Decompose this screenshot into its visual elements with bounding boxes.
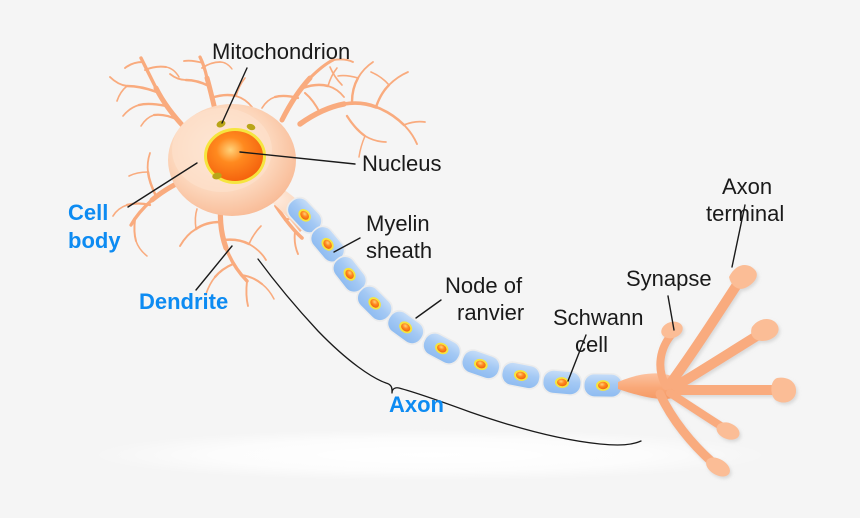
nucleus: [204, 128, 266, 184]
myelin-segment: [386, 309, 425, 345]
label-dendrite: Dendrite: [139, 289, 228, 314]
myelin-segment: [309, 225, 346, 264]
terminal-branch: [665, 264, 757, 389]
axon-brace: [257, 258, 642, 446]
myelin-segment: [422, 331, 462, 365]
label-schwann-cell: Schwann cell: [553, 305, 650, 357]
myelin-segment: [356, 284, 394, 322]
leader-node-of-ranvier: [415, 299, 442, 319]
leader-mitochondrion: [221, 67, 248, 124]
dendrite-tree: [109, 55, 426, 307]
leader-nucleus: [239, 151, 356, 165]
leader-lines: [127, 67, 746, 382]
terminal-branch: [671, 319, 779, 391]
terminal-branch: [674, 377, 797, 403]
nucleus-core: [207, 131, 263, 181]
label-axon: Axon: [389, 392, 444, 417]
leader-dendrite: [195, 245, 233, 291]
myelin-segment: [331, 255, 368, 294]
leader-axon-terminal: [731, 204, 746, 268]
leader-schwann-cell: [567, 334, 587, 382]
label-nucleus: Nucleus: [362, 151, 441, 176]
dendrite-branch-upper-right: [261, 58, 354, 123]
leader-synapse: [667, 295, 675, 331]
terminal-branch: [666, 389, 740, 440]
label-cell-body: Cell body: [68, 200, 121, 253]
label-mitochondrion: Mitochondrion: [212, 39, 350, 64]
mitochondria-group: [212, 120, 256, 180]
terminal-branch: [655, 389, 730, 477]
label-axon-terminal: Axon terminal: [706, 174, 784, 226]
floor-highlight: [90, 429, 770, 481]
mitochondrion-dot: [212, 172, 222, 180]
myelin-segment: [460, 349, 501, 380]
myelin-segment: [500, 361, 542, 390]
myelin-sheath-group: [286, 196, 624, 399]
myelin-segment: [582, 372, 624, 399]
leader-myelin-sheath: [333, 237, 361, 253]
dendrite-branch-right: [297, 61, 426, 158]
terminal-branch: [656, 321, 683, 390]
label-myelin-sheath: Myelin sheath: [366, 211, 436, 263]
myelin-segment: [286, 196, 323, 234]
dendrite-branch-top: [169, 55, 253, 125]
leader-cell-body: [127, 162, 198, 208]
mitochondrion-dot: [216, 120, 226, 128]
label-node-of-ranvier: Node of ranvier: [445, 273, 528, 325]
axon-terminal-group: [618, 264, 797, 477]
label-synapse: Synapse: [626, 266, 712, 291]
myelin-segment: [541, 369, 583, 396]
mitochondrion-dot: [246, 123, 256, 131]
